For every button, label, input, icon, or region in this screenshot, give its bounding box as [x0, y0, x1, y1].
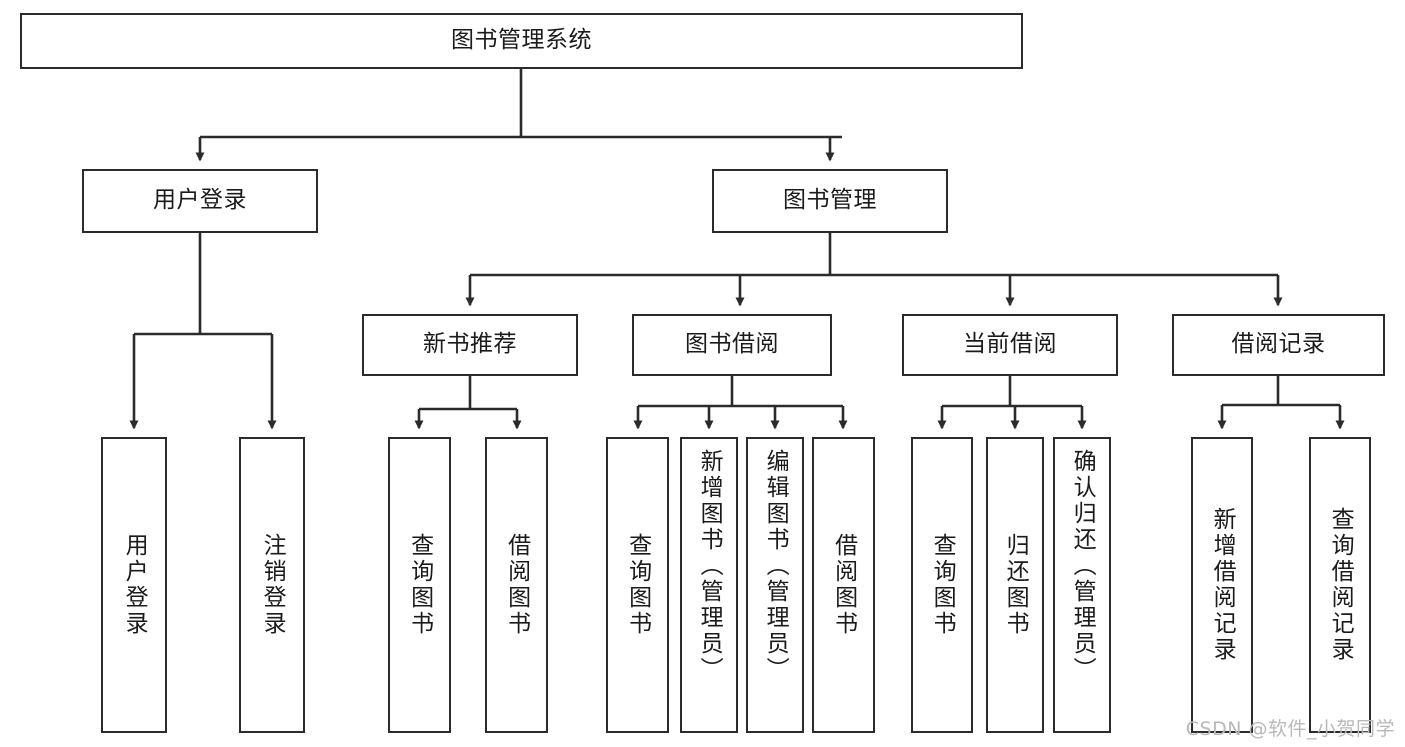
- leaf-query-borrow-record-label: 查询借阅记录: [1327, 507, 1354, 663]
- node-book-management[interactable]: 图书管理: [712, 169, 948, 233]
- node-current-borrow[interactable]: 当前借阅: [902, 314, 1118, 376]
- leaf-borrow-book[interactable]: 借阅图书: [812, 437, 875, 733]
- node-user-login-label: 用户登录: [153, 187, 247, 214]
- leaf-add-borrow-record-label: 新增借阅记录: [1209, 507, 1236, 663]
- leaf-logout[interactable]: 注销登录: [239, 437, 305, 733]
- node-root-label: 图书管理系统: [451, 27, 592, 54]
- leaf-query-book-current[interactable]: 查询图书: [911, 437, 973, 733]
- node-new-book-recommend-label: 新书推荐: [423, 331, 517, 358]
- leaf-confirm-return-admin-label: 确认归还（管理员）: [1069, 449, 1096, 683]
- leaf-borrow-book-recommend-label: 借阅图书: [503, 533, 530, 637]
- leaf-edit-book-admin-label: 编辑图书（管理员）: [762, 449, 789, 683]
- leaf-confirm-return-admin[interactable]: 确认归还（管理员）: [1053, 437, 1111, 733]
- leaf-return-book-label: 归还图书: [1002, 533, 1029, 637]
- node-current-borrow-label: 当前借阅: [963, 331, 1057, 358]
- node-new-book-recommend[interactable]: 新书推荐: [362, 314, 578, 376]
- leaf-query-book-borrow-label: 查询图书: [624, 533, 651, 637]
- leaf-query-book-current-label: 查询图书: [929, 533, 956, 637]
- leaf-edit-book-admin[interactable]: 编辑图书（管理员）: [746, 437, 804, 733]
- leaf-query-book-recommend[interactable]: 查询图书: [388, 437, 451, 733]
- leaf-user-login-label: 用户登录: [121, 533, 148, 637]
- leaf-add-book-admin[interactable]: 新增图书（管理员）: [680, 437, 738, 733]
- node-root[interactable]: 图书管理系统: [20, 13, 1023, 69]
- leaf-add-book-admin-label: 新增图书（管理员）: [696, 449, 723, 683]
- leaf-query-book-borrow[interactable]: 查询图书: [606, 437, 669, 733]
- leaf-logout-label: 注销登录: [259, 533, 286, 637]
- leaf-return-book[interactable]: 归还图书: [986, 437, 1044, 733]
- node-book-borrow-label: 图书借阅: [685, 331, 779, 358]
- leaf-user-login[interactable]: 用户登录: [101, 437, 167, 733]
- leaf-query-borrow-record[interactable]: 查询借阅记录: [1309, 437, 1371, 733]
- watermark-text: CSDN @软件_小贺同学: [1185, 718, 1395, 740]
- leaf-borrow-book-label: 借阅图书: [830, 533, 857, 637]
- leaf-borrow-book-recommend[interactable]: 借阅图书: [485, 437, 548, 733]
- node-book-management-label: 图书管理: [783, 187, 877, 214]
- node-borrow-record[interactable]: 借阅记录: [1172, 314, 1385, 376]
- node-borrow-record-label: 借阅记录: [1231, 331, 1326, 358]
- node-user-login[interactable]: 用户登录: [82, 169, 318, 233]
- node-book-borrow[interactable]: 图书借阅: [632, 314, 832, 376]
- leaf-add-borrow-record[interactable]: 新增借阅记录: [1191, 437, 1253, 733]
- leaf-query-book-recommend-label: 查询图书: [406, 533, 433, 637]
